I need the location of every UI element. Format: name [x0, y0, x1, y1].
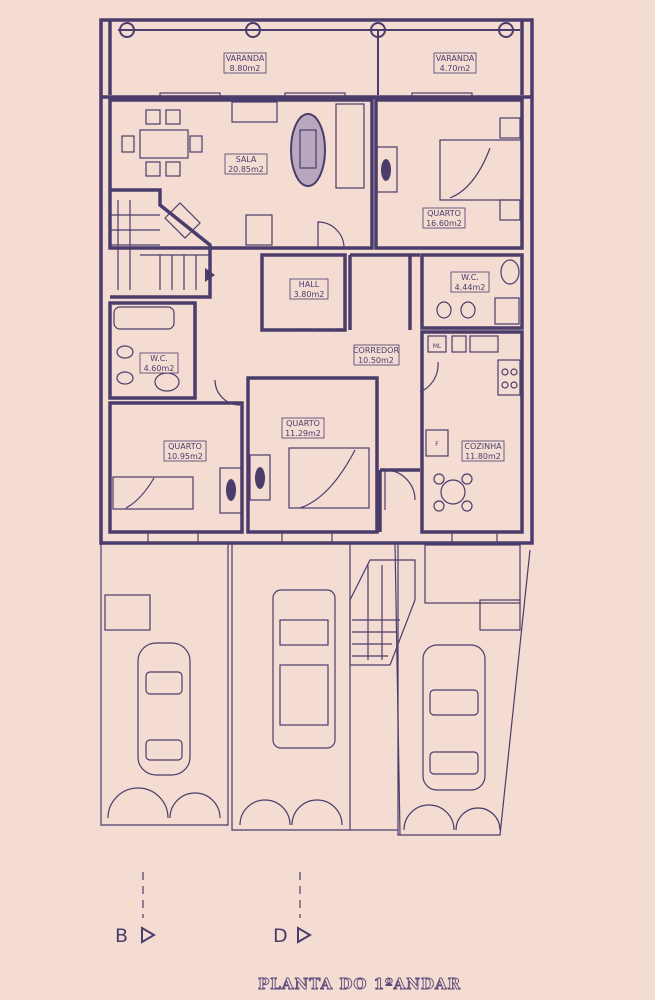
drawing-title: PLANTA DO 1ºANDAR	[258, 975, 461, 993]
svg-text:8.80m2: 8.80m2	[230, 64, 261, 73]
svg-text:QUARTO: QUARTO	[286, 419, 320, 428]
svg-text:COZINHA: COZINHA	[464, 442, 502, 451]
svg-text:CORREDOR: CORREDOR	[353, 346, 400, 355]
svg-text:SALA: SALA	[236, 155, 257, 164]
fridge-label: F	[435, 441, 439, 448]
car-icon	[272, 589, 336, 749]
svg-text:3.80m2: 3.80m2	[294, 290, 325, 299]
section-marker-b: B	[115, 925, 128, 947]
room-label-wc-right: W.C.4.44m2	[450, 271, 490, 293]
exterior-stairs	[349, 559, 416, 666]
svg-text:4.70m2: 4.70m2	[440, 64, 471, 73]
svg-text:10.50m2: 10.50m2	[358, 356, 394, 365]
svg-text:20.85m2: 20.85m2	[228, 165, 264, 174]
svg-text:4.44m2: 4.44m2	[455, 283, 486, 292]
garage-area	[100, 542, 531, 836]
svg-text:VARANDA: VARANDA	[226, 54, 265, 63]
interior-stairs	[110, 200, 215, 290]
furniture	[110, 101, 523, 514]
svg-text:16.60m2: 16.60m2	[426, 219, 462, 228]
car-icon	[137, 642, 191, 776]
windows	[147, 92, 498, 544]
svg-text:QUARTO: QUARTO	[427, 209, 461, 218]
svg-text:4.60m2: 4.60m2	[144, 364, 175, 373]
svg-text:W.C.: W.C.	[150, 354, 168, 363]
room-label-wc-left: W.C.4.60m2	[139, 352, 179, 374]
section-markers: B D	[115, 872, 312, 947]
svg-text:QUARTO: QUARTO	[168, 442, 202, 451]
svg-text:11.80m2: 11.80m2	[465, 452, 501, 461]
section-marker-d: D	[273, 925, 288, 947]
svg-text:HALL: HALL	[299, 280, 320, 289]
svg-text:W.C.: W.C.	[461, 273, 479, 282]
svg-text:10.95m2: 10.95m2	[167, 452, 203, 461]
svg-text:VARANDA: VARANDA	[436, 54, 475, 63]
car-icon	[422, 644, 486, 791]
balcony-columns	[119, 22, 514, 38]
washing-machine-label: ML	[433, 343, 442, 350]
svg-text:11.29m2: 11.29m2	[285, 429, 321, 438]
